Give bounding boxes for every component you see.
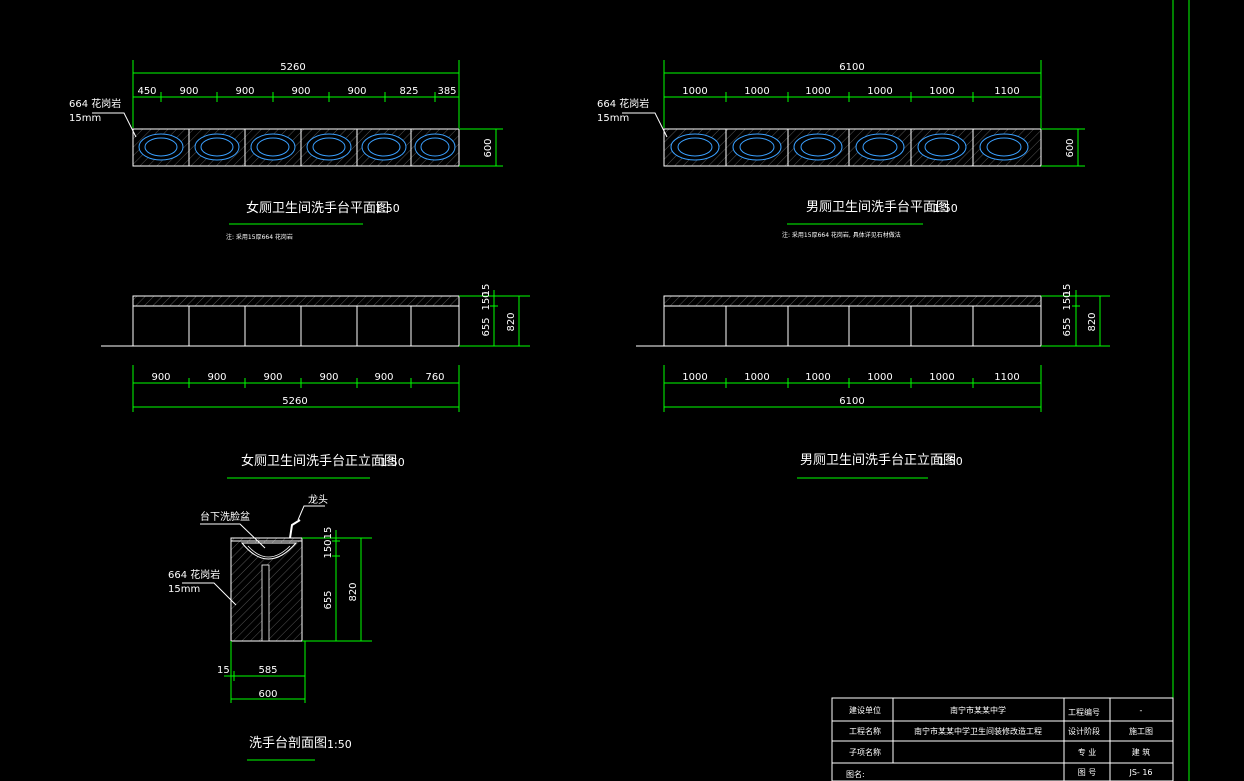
- dim-top: 15: [481, 284, 492, 297]
- view-title: 男厕卫生间洗手台正立面图: [800, 453, 956, 468]
- leader-thickness: 15mm: [597, 113, 629, 124]
- dim-seg-5: 900: [347, 86, 366, 97]
- tb-r2c2: 南宁市某某中学卫生间装修改造工程: [914, 726, 1042, 736]
- dim-overall: 6100: [839, 62, 864, 73]
- male-elevation-view: 1000 1000 1000 1000 1000 1100 6100 15 15…: [636, 284, 1110, 479]
- dim-seg-4: 1000: [867, 372, 892, 383]
- dim-seg-6: 1100: [994, 372, 1019, 383]
- tb-r3c3: 专 业: [1078, 747, 1097, 757]
- dim-seg-5: 1000: [929, 86, 954, 97]
- dim-overall: 5260: [280, 62, 305, 73]
- dim-seg-4: 1000: [867, 86, 892, 97]
- dim-height: 820: [348, 582, 359, 601]
- female-elevation-view: 900 900 900 900 900 760 5260 15 150 655 …: [101, 284, 530, 479]
- tb-r3c4: 建 筑: [1132, 747, 1151, 757]
- tb-r2c3: 设计阶段: [1068, 726, 1100, 736]
- dim-seg-2: 900: [207, 372, 226, 383]
- dim-seg-1: 900: [151, 372, 170, 383]
- view-scale: 1:50: [938, 455, 963, 468]
- view-scale: 1:50: [327, 738, 352, 751]
- view-scale: 1:50: [933, 202, 958, 215]
- dim-lower: 655: [481, 317, 492, 336]
- dim-seg-2: 1000: [744, 372, 769, 383]
- tb-r4c3: 图 号: [1078, 768, 1097, 777]
- dim-seg-2: 1000: [744, 86, 769, 97]
- dim-seg-5: 1000: [929, 372, 954, 383]
- dim-overall: 5260: [282, 396, 307, 407]
- dim-height: 820: [506, 312, 517, 331]
- tb-r2c1: 工程名称: [849, 726, 881, 736]
- dim-seg-6: 1100: [994, 86, 1019, 97]
- dim-depth: 600: [483, 138, 494, 157]
- view-title: 女厕卫生间洗手台正立面图: [241, 453, 397, 469]
- dim-height: 820: [1087, 312, 1098, 331]
- dim-lower: 655: [323, 590, 334, 609]
- view-title: 男厕卫生间洗手台平面图: [806, 200, 949, 215]
- tb-r4c4: JS- 16: [1128, 768, 1152, 777]
- view-scale: 1:50: [380, 456, 405, 469]
- dim-seg-1: 450: [137, 86, 156, 97]
- tb-r1c1: 建设单位: [849, 705, 881, 715]
- dim-upper: 150: [323, 539, 334, 558]
- tb-r1c3: 工程编号: [1068, 707, 1100, 717]
- tb-r3c1: 子项名称: [849, 747, 881, 757]
- tb-r4c1: 图名:: [846, 769, 865, 779]
- leader-material: 664 花岗岩: [597, 97, 649, 110]
- title-block: 建设单位 南宁市某某中学 工程编号 - 工程名称 南宁市某某中学卫生间装修改造工…: [831, 697, 1174, 781]
- dim-seg-4: 900: [291, 86, 310, 97]
- tb-r2c4: 施工图: [1129, 726, 1153, 736]
- male-plan-view: 6100 1000 1000 1000 1000 1000 1100: [597, 60, 1085, 239]
- female-plan-view: 5260 450 900 900 900 900 825 385: [69, 60, 503, 241]
- leader-material: 664 花岗岩: [69, 97, 121, 110]
- dim-seg-3: 900: [263, 372, 282, 383]
- dim-top: 15: [1062, 284, 1073, 297]
- dim-upper: 150: [1062, 291, 1073, 310]
- dim-seg-3: 1000: [805, 372, 830, 383]
- view-note: 注: 采用15厚664 花岗岩: [226, 233, 293, 241]
- section-view: 台下洗脸盆 龙头 664 花岗岩 15mm 15 150 655 820 15 …: [168, 493, 372, 761]
- dim-overall: 6100: [839, 396, 864, 407]
- dim-seg-1: 1000: [682, 86, 707, 97]
- dim-seg-6: 760: [425, 372, 444, 383]
- section-material: 664 花岗岩: [168, 568, 220, 581]
- view-title: 女厕卫生间洗手台平面图: [246, 200, 389, 216]
- view-title: 洗手台剖面图: [249, 736, 327, 751]
- dim-600: 600: [258, 689, 277, 700]
- dim-585: 585: [258, 665, 277, 676]
- dim-seg-3: 900: [235, 86, 254, 97]
- leader-thickness: 15mm: [69, 113, 101, 124]
- dim-upper: 150: [481, 291, 492, 310]
- view-scale: 1:50: [375, 202, 400, 215]
- basin-label: 台下洗脸盆: [200, 510, 250, 523]
- dim-top: 15: [323, 527, 334, 540]
- faucet-label: 龙头: [308, 493, 328, 506]
- dim-seg-2: 900: [179, 86, 198, 97]
- dim-15: 15: [217, 665, 230, 676]
- dim-seg-3: 1000: [805, 86, 830, 97]
- dim-seg-7: 385: [437, 86, 456, 97]
- tb-r1c2: 南宁市某某中学: [950, 705, 1006, 715]
- dim-seg-1: 1000: [682, 372, 707, 383]
- dim-seg-4: 900: [319, 372, 338, 383]
- dim-seg-5: 900: [374, 372, 393, 383]
- view-note: 注: 采用15厚664 花岗岩, 具体详见石材做法: [782, 231, 901, 239]
- dim-lower: 655: [1062, 317, 1073, 336]
- tb-r1c4: -: [1140, 706, 1143, 715]
- section-thickness: 15mm: [168, 584, 200, 595]
- dim-seg-6: 825: [399, 86, 418, 97]
- dim-depth: 600: [1065, 138, 1076, 157]
